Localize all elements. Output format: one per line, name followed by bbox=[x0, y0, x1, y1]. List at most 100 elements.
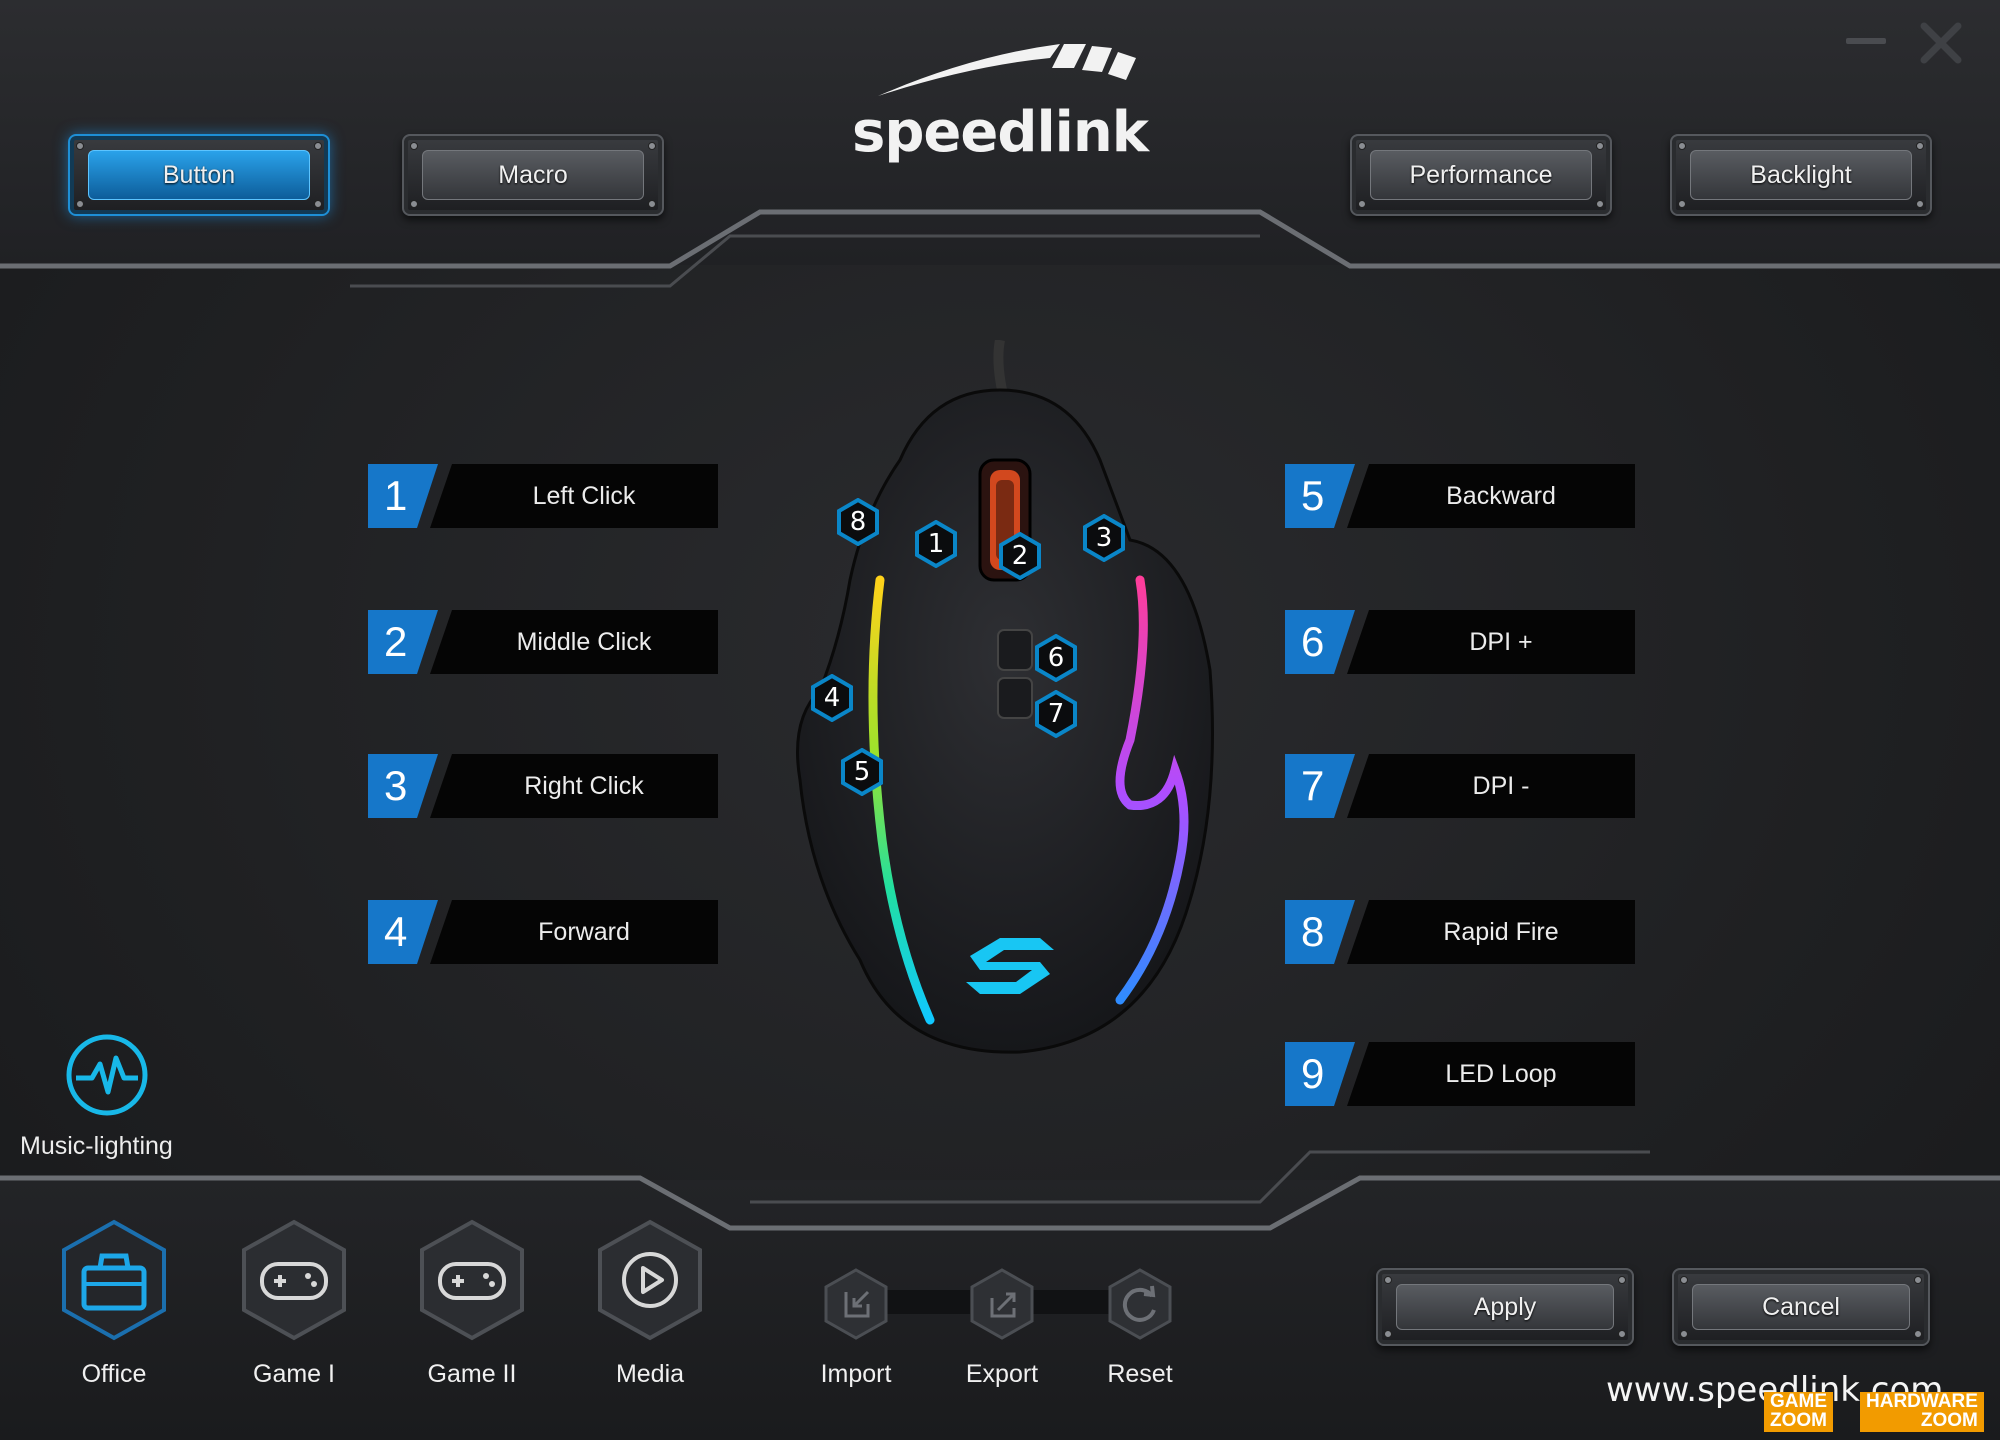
reset-label: Reset bbox=[1107, 1360, 1173, 1388]
export-label: Export bbox=[965, 1360, 1039, 1388]
mapping-row-2[interactable]: 2 Middle Click bbox=[368, 610, 718, 674]
apply-button[interactable]: Apply bbox=[1376, 1268, 1634, 1346]
mouse-badge-6[interactable]: 6 bbox=[1034, 634, 1078, 682]
badge-number: 1 bbox=[927, 529, 945, 559]
screw-icon bbox=[1678, 142, 1686, 150]
waveform-icon bbox=[66, 1034, 148, 1116]
mapping-row-9[interactable]: 9 LED Loop bbox=[1285, 1042, 1635, 1106]
mapping-number: 8 bbox=[1285, 900, 1355, 964]
header-band bbox=[0, 0, 2000, 265]
mouse-badge-3[interactable]: 3 bbox=[1082, 514, 1126, 562]
mapping-label: Forward bbox=[430, 900, 718, 964]
screw-icon bbox=[648, 200, 656, 208]
mapping-row-5[interactable]: 5 Backward bbox=[1285, 464, 1635, 528]
mouse-illustration: 8 1 2 3 6 4 7 5 bbox=[770, 339, 1240, 1060]
mouse-badge-5[interactable]: 5 bbox=[840, 748, 884, 796]
screw-icon bbox=[1914, 1330, 1922, 1338]
screw-icon bbox=[1680, 1276, 1688, 1284]
profile-office-button[interactable] bbox=[52, 1218, 176, 1342]
mouse-badge-1[interactable]: 1 bbox=[914, 520, 958, 568]
reset-icon bbox=[1108, 1268, 1172, 1340]
screw-icon bbox=[1384, 1330, 1392, 1338]
reset-button[interactable] bbox=[1104, 1268, 1176, 1340]
import-button[interactable] bbox=[820, 1268, 892, 1340]
speedlink-logo: speedlink bbox=[850, 38, 1150, 168]
screw-icon bbox=[1914, 1276, 1922, 1284]
screw-icon bbox=[1358, 200, 1366, 208]
mapping-label: DPI + bbox=[1347, 610, 1635, 674]
screw-icon bbox=[1618, 1276, 1626, 1284]
badge-number: 7 bbox=[1047, 699, 1065, 729]
tab-button[interactable]: Button bbox=[68, 134, 330, 216]
badge-number: 4 bbox=[823, 683, 841, 713]
screw-icon bbox=[1678, 200, 1686, 208]
screw-icon bbox=[76, 200, 84, 208]
export-button[interactable] bbox=[966, 1268, 1038, 1340]
mapping-row-1[interactable]: 1 Left Click bbox=[368, 464, 718, 528]
minimize-icon[interactable] bbox=[1846, 38, 1886, 44]
profile-media-label: Media bbox=[615, 1360, 685, 1388]
profile-game-2-label: Game II bbox=[427, 1360, 517, 1388]
screw-icon bbox=[1680, 1330, 1688, 1338]
badge-number: 8 bbox=[849, 507, 867, 537]
watermark-text: GAME bbox=[1770, 1391, 1827, 1412]
tab-performance-label: Performance bbox=[1370, 150, 1592, 200]
apply-label: Apply bbox=[1396, 1284, 1614, 1330]
close-icon[interactable] bbox=[1918, 20, 1964, 66]
mouse-badge-8[interactable]: 8 bbox=[836, 498, 880, 546]
screw-icon bbox=[1384, 1276, 1392, 1284]
watermark-text: ZOOM bbox=[1770, 1410, 1827, 1431]
profile-game-1-button[interactable] bbox=[232, 1218, 356, 1342]
tab-macro-label: Macro bbox=[422, 150, 644, 200]
screw-icon bbox=[410, 142, 418, 150]
gamepad-icon bbox=[420, 1219, 524, 1341]
mapping-number: 1 bbox=[368, 464, 438, 528]
profile-game-1-label: Game I bbox=[253, 1360, 335, 1388]
screw-icon bbox=[410, 200, 418, 208]
mapping-row-3[interactable]: 3 Right Click bbox=[368, 754, 718, 818]
mouse-badge-7[interactable]: 7 bbox=[1034, 690, 1078, 738]
gamepad-icon bbox=[242, 1219, 346, 1341]
screw-icon bbox=[1618, 1330, 1626, 1338]
cancel-label: Cancel bbox=[1692, 1284, 1910, 1330]
music-lighting-button[interactable] bbox=[62, 1030, 152, 1120]
mapping-number: 6 bbox=[1285, 610, 1355, 674]
watermark-game-zoom: GAME ZOOM bbox=[1764, 1392, 1833, 1432]
profile-game-2-button[interactable] bbox=[410, 1218, 534, 1342]
badge-number: 2 bbox=[1011, 541, 1029, 571]
mapping-label: DPI - bbox=[1347, 754, 1635, 818]
cancel-button[interactable]: Cancel bbox=[1672, 1268, 1930, 1346]
screw-icon bbox=[76, 142, 84, 150]
tab-performance[interactable]: Performance bbox=[1350, 134, 1612, 216]
import-label: Import bbox=[820, 1360, 892, 1388]
mouse-badge-2[interactable]: 2 bbox=[998, 532, 1042, 580]
screw-icon bbox=[314, 200, 322, 208]
mapping-row-4[interactable]: 4 Forward bbox=[368, 900, 718, 964]
tab-macro[interactable]: Macro bbox=[402, 134, 664, 216]
mapping-label: LED Loop bbox=[1347, 1042, 1635, 1106]
mapping-label: Left Click bbox=[430, 464, 718, 528]
toolbox-icon bbox=[62, 1219, 166, 1341]
tab-button-label: Button bbox=[88, 150, 310, 200]
mapping-label: Backward bbox=[1347, 464, 1635, 528]
mapping-label: Right Click bbox=[430, 754, 718, 818]
mapping-row-6[interactable]: 6 DPI + bbox=[1285, 610, 1635, 674]
screw-icon bbox=[648, 142, 656, 150]
mouse-badge-4[interactable]: 4 bbox=[810, 674, 854, 722]
mapping-row-8[interactable]: 8 Rapid Fire bbox=[1285, 900, 1635, 964]
watermark-hardware-zoom: HARDWARE ZOOM bbox=[1860, 1392, 1984, 1432]
screw-icon bbox=[1596, 200, 1604, 208]
mapping-label: Rapid Fire bbox=[1347, 900, 1635, 964]
watermark-text: HARDWARE bbox=[1866, 1391, 1978, 1412]
screw-icon bbox=[1358, 142, 1366, 150]
watermark-text: ZOOM bbox=[1920, 1410, 1978, 1431]
screw-icon bbox=[1916, 142, 1924, 150]
screw-icon bbox=[1596, 142, 1604, 150]
badge-number: 6 bbox=[1047, 643, 1065, 673]
profile-media-button[interactable] bbox=[588, 1218, 712, 1342]
mapping-row-7[interactable]: 7 DPI - bbox=[1285, 754, 1635, 818]
tab-backlight[interactable]: Backlight bbox=[1670, 134, 1932, 216]
